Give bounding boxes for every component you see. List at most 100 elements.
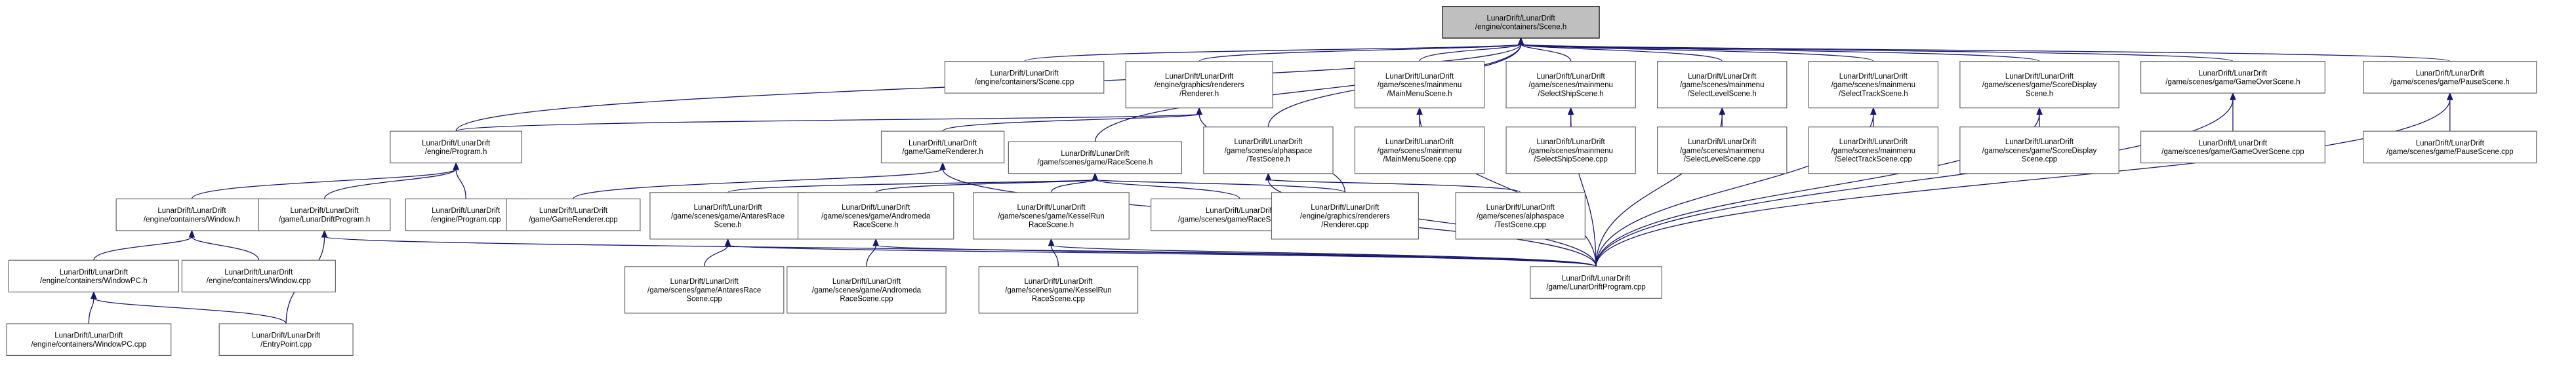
node-scoredisplay-cpp[interactable]: LunarDrift/LunarDrift/game/scenes/game/S… <box>1959 126 2119 174</box>
node-scene-h[interactable]: LunarDrift/LunarDrift/engine/containers/… <box>1442 6 1600 39</box>
node-box <box>624 266 785 314</box>
node-windowpc-h[interactable]: LunarDrift/LunarDrift/engine/containers/… <box>8 259 179 293</box>
node-box <box>115 198 268 231</box>
node-racescene-h[interactable]: LunarDrift/LunarDrift/game/scenes/game/R… <box>1008 141 1183 174</box>
node-lunardriftprogram-h[interactable]: LunarDrift/LunarDrift/game/LunarDriftPro… <box>258 198 391 231</box>
node-label-line: /game/scenes/game/ScoreDisplay <box>1982 81 2097 89</box>
node-label-line: LunarDrift/LunarDrift <box>670 278 739 286</box>
edge-lunardriftprogram-cpp-includes-kesselrun-h <box>1048 238 1597 267</box>
node-box <box>1125 61 1273 109</box>
edge-kesselrun-h-includes-racescene-h <box>1050 172 1099 193</box>
node-pause-cpp[interactable]: LunarDrift/LunarDrift/game/scenes/game/P… <box>2363 130 2537 164</box>
node-testscene-cpp[interactable]: LunarDrift/LunarDrift/game/scenes/alphas… <box>1455 192 1585 240</box>
node-entrypoint-cpp[interactable]: LunarDrift/LunarDrift/EntryPoint.cpp <box>218 323 354 356</box>
node-selecttrack-h[interactable]: LunarDrift/LunarDrift/game/scenes/mainme… <box>1808 61 1939 109</box>
node-box <box>797 192 954 240</box>
node-label-line: LunarDrift/LunarDrift <box>909 140 977 147</box>
node-gameover-cpp[interactable]: LunarDrift/LunarDrift/game/scenes/game/G… <box>2140 130 2325 164</box>
node-scene-cpp[interactable]: LunarDrift/LunarDrift/engine/containers/… <box>944 61 1105 94</box>
node-gamerenderer-cpp[interactable]: LunarDrift/LunarDrift/game/GameRenderer.… <box>506 198 641 231</box>
node-selecttrack-cpp[interactable]: LunarDrift/LunarDrift/game/scenes/mainme… <box>1808 126 1939 174</box>
node-label-line: Scene.h <box>714 221 741 229</box>
node-mainmenu-h[interactable]: LunarDrift/LunarDrift/game/scenes/mainme… <box>1354 61 1485 109</box>
node-label-line: LunarDrift/LunarDrift <box>991 69 1059 77</box>
node-label-line: LunarDrift/LunarDrift <box>1024 278 1093 286</box>
graph-edges <box>88 37 2453 324</box>
node-box <box>6 323 172 356</box>
node-program-h[interactable]: LunarDrift/LunarDrift/engine/Program.h <box>390 130 523 164</box>
node-label-line: /game/scenes/game/AntaresRace <box>647 286 761 294</box>
node-label-line: LunarDrift/LunarDrift <box>1017 204 1086 212</box>
node-label-line: LunarDrift/LunarDrift <box>2005 73 2074 81</box>
node-box <box>1455 192 1585 240</box>
node-kesselrun-h[interactable]: LunarDrift/LunarDrift/game/scenes/game/K… <box>973 192 1130 240</box>
node-label-line: /engine/containers/Window.cpp <box>207 277 311 285</box>
node-label-line: LunarDrift/LunarDrift <box>1839 73 1908 81</box>
node-kesselrun-cpp[interactable]: LunarDrift/LunarDrift/game/scenes/game/K… <box>978 266 1139 314</box>
edge-entrypoint-cpp-includes-windowpc-h <box>91 291 287 324</box>
edge-lunardriftprogram-cpp-includes-gameover-h <box>1595 92 2236 267</box>
node-mainmenu-cpp[interactable]: LunarDrift/LunarDrift/game/scenes/mainme… <box>1354 126 1485 174</box>
node-label-line: /game/LunarDriftProgram.h <box>279 216 370 223</box>
node-antaresrace-cpp[interactable]: LunarDrift/LunarDrift/game/scenes/game/A… <box>624 266 785 314</box>
node-label-line: Scene.cpp <box>686 296 722 303</box>
node-label-line: RaceScene.cpp <box>840 296 893 303</box>
node-selectship-h[interactable]: LunarDrift/LunarDrift/game/scenes/mainme… <box>1505 61 1636 109</box>
node-label-line: LunarDrift/LunarDrift <box>1688 73 1757 81</box>
node-label-line: LunarDrift/LunarDrift <box>1537 73 1606 81</box>
node-label-line: /game/scenes/mainmenu <box>1528 147 1612 155</box>
node-label-line: /engine/containers/WindowPC.cpp <box>31 341 146 349</box>
node-box <box>2140 61 2325 94</box>
edge-window-h-includes-program-h <box>191 162 459 199</box>
node-label-line: Scene.h <box>2026 90 2053 98</box>
node-selectlevel-h[interactable]: LunarDrift/LunarDrift/game/scenes/mainme… <box>1657 61 1788 109</box>
node-label-line: /game/scenes/mainmenu <box>1378 81 1462 89</box>
node-label-line: LunarDrift/LunarDrift <box>60 269 129 277</box>
node-label-line: LunarDrift/LunarDrift <box>539 207 608 215</box>
node-label-line: /game/scenes/game/PauseScene.h <box>2390 78 2510 86</box>
node-box <box>2363 61 2537 94</box>
node-renderer-cpp[interactable]: LunarDrift/LunarDrift/engine/graphics/re… <box>1271 192 1419 240</box>
node-label-line: /TestScene.h <box>1246 155 1290 163</box>
graph-nodes: LunarDrift/LunarDrift/engine/containers/… <box>6 6 2537 356</box>
edge-lunardriftprogram-cpp-includes-andromeda-h <box>872 238 1597 267</box>
node-label-line: LunarDrift/LunarDrift <box>1562 275 1631 282</box>
node-selectship-cpp[interactable]: LunarDrift/LunarDrift/game/scenes/mainme… <box>1505 126 1636 174</box>
node-renderer-h[interactable]: LunarDrift/LunarDrift/engine/graphics/re… <box>1125 61 1273 109</box>
node-box <box>1505 126 1636 174</box>
node-antaresrace-h[interactable]: LunarDrift/LunarDrift/game/scenes/game/A… <box>649 192 806 240</box>
node-label-line: LunarDrift/LunarDrift <box>1311 204 1380 212</box>
node-label-line: /game/scenes/alphaspace <box>1225 147 1313 155</box>
node-scoredisplay-h[interactable]: LunarDrift/LunarDrift/game/scenes/game/S… <box>1959 61 2119 109</box>
node-andromeda-h[interactable]: LunarDrift/LunarDrift/game/scenes/game/A… <box>797 192 954 240</box>
node-pause-h[interactable]: LunarDrift/LunarDrift/game/scenes/game/P… <box>2363 61 2537 94</box>
node-label-line: LunarDrift/LunarDrift <box>1385 73 1454 81</box>
node-gamerenderer-h[interactable]: LunarDrift/LunarDrift/game/GameRenderer.… <box>880 130 1005 164</box>
node-andromeda-cpp[interactable]: LunarDrift/LunarDrift/game/scenes/game/A… <box>787 266 947 314</box>
node-label-line: LunarDrift/LunarDrift <box>157 207 226 215</box>
node-gameover-h[interactable]: LunarDrift/LunarDrift/game/scenes/game/G… <box>2140 61 2325 94</box>
node-label-line: /game/GameRenderer.cpp <box>529 216 618 223</box>
node-box <box>1271 192 1419 240</box>
node-label-line: /SelectShipScene.h <box>1538 90 1603 98</box>
node-label-line: /MainMenuScene.h <box>1387 90 1452 98</box>
node-box <box>1959 126 2119 174</box>
node-label-line: LunarDrift/LunarDrift <box>1206 207 1275 215</box>
node-label-line: /game/scenes/game/Andromeda <box>812 286 922 294</box>
node-window-cpp[interactable]: LunarDrift/LunarDrift/engine/containers/… <box>181 259 336 293</box>
node-box <box>218 323 354 356</box>
node-windowpc-cpp[interactable]: LunarDrift/LunarDrift/engine/containers/… <box>6 323 172 356</box>
node-testscene-h[interactable]: LunarDrift/LunarDrift/game/scenes/alphas… <box>1203 126 1334 174</box>
node-box <box>2363 130 2537 164</box>
node-window-h[interactable]: LunarDrift/LunarDrift/engine/containers/… <box>115 198 268 231</box>
node-lunardriftprogram-cpp[interactable]: LunarDrift/LunarDrift/game/LunarDriftPro… <box>1530 266 1662 299</box>
node-label-line: LunarDrift/LunarDrift <box>2005 138 2074 146</box>
node-label-line: /game/scenes/game/GameOverScene.cpp <box>2161 148 2304 156</box>
node-label-line: LunarDrift/LunarDrift <box>422 140 491 147</box>
node-selectlevel-cpp[interactable]: LunarDrift/LunarDrift/game/scenes/mainme… <box>1657 126 1788 174</box>
node-label-line: LunarDrift/LunarDrift <box>2199 140 2268 147</box>
edge-windowpc-h-includes-window-h <box>93 229 195 261</box>
node-label-line: LunarDrift/LunarDrift <box>1487 14 1556 22</box>
node-label-line: RaceScene.h <box>853 221 899 229</box>
